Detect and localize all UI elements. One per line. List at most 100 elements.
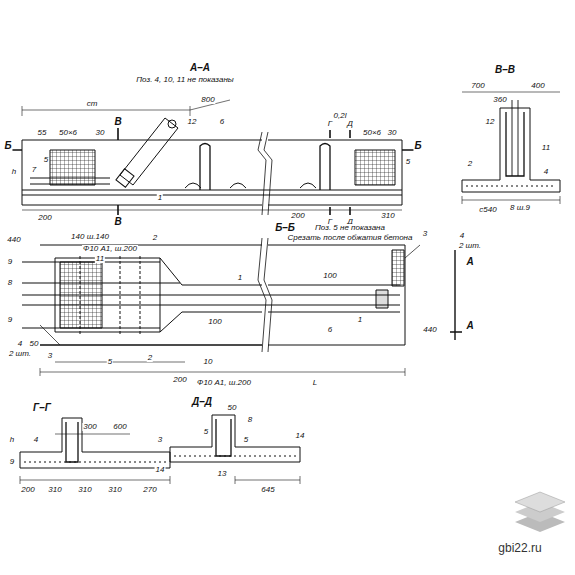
dimension-label: 200: [20, 486, 35, 494]
dimension-label: 4: [33, 436, 39, 444]
dimension-label: 12: [187, 118, 198, 126]
end-mesh: [355, 150, 395, 185]
dimension-label: 50: [29, 340, 40, 348]
dimension-label: 4: [459, 232, 465, 240]
dimension-label: 9: [7, 258, 13, 266]
dimension-label: 0,2l: [333, 112, 348, 120]
dimension-label: 310: [107, 486, 122, 494]
dimension-label: 200: [290, 212, 305, 220]
dimension-label: 5: [243, 436, 249, 444]
dimension-line: [22, 210, 402, 211]
dimension-label: 2 шт.: [458, 242, 482, 250]
dimension-label: Г: [327, 120, 333, 128]
dimension-label: 200: [172, 376, 187, 384]
dimension-label: 440: [6, 236, 21, 244]
dimension-label: 645: [260, 486, 275, 494]
hooks: [185, 183, 316, 188]
dimension-label: 140 ш.140: [70, 233, 110, 241]
dimension-label: 9: [9, 458, 15, 466]
dimension-label: 8: [7, 279, 13, 287]
watermark: gbi22.ru: [497, 542, 542, 554]
dimension-label: 12: [485, 118, 496, 126]
dimension-label: 270: [142, 486, 157, 494]
dimension-label: 50: [227, 404, 238, 412]
dimension-label: 2: [152, 234, 158, 242]
dimension-line: [20, 434, 170, 484]
dimension-label: 2: [147, 354, 153, 362]
dimension-label: 5: [43, 156, 49, 164]
loop: [512, 100, 518, 176]
bar-7: [30, 178, 110, 184]
dimension-label: 2 шт.: [8, 350, 32, 358]
section-d-d: [170, 415, 300, 484]
dimension-label: 10: [203, 358, 214, 366]
bottom-bars: [22, 190, 402, 195]
dimension-label: 3: [157, 436, 163, 444]
section-title: Б–Б: [274, 223, 296, 233]
dimension-label: 100: [207, 318, 222, 326]
dimension-label: Поз. 5 не показана: [314, 224, 386, 232]
dimension-label: L: [312, 379, 318, 387]
t-section: [462, 108, 560, 192]
t-section: [20, 418, 170, 468]
dimension-label: 5: [203, 428, 209, 436]
dimension-label: 100: [322, 272, 337, 280]
t-section: [170, 415, 300, 462]
section-g-g: [20, 418, 170, 484]
dimension-label: 5: [107, 358, 113, 366]
stirrup: [66, 422, 78, 462]
dimension-label: 4: [543, 168, 549, 176]
plan-b-b: [22, 238, 462, 376]
section-title: А–А: [189, 63, 211, 73]
mesh: [392, 250, 404, 286]
loop-eye: [168, 120, 176, 128]
dimension-label: 300: [82, 423, 97, 431]
stirrup: [506, 112, 524, 176]
dimension-label: 11: [95, 255, 105, 263]
dimension-line: [235, 476, 300, 484]
dimension-label: 7: [31, 166, 37, 174]
dimension-label: 1: [157, 194, 163, 202]
dimension-label: 310: [77, 486, 92, 494]
bars: [466, 186, 556, 187]
section-v-v: [462, 92, 560, 204]
logo: [515, 492, 565, 532]
dimension-label: 3: [422, 230, 428, 238]
end-mesh: [50, 150, 95, 185]
bars: [24, 462, 166, 463]
section-title: В–В: [494, 65, 516, 75]
dimension-label: 4: [17, 340, 23, 348]
bars-8-9: [22, 262, 400, 328]
section-marks: [10, 128, 415, 215]
elevation-a-a: [10, 100, 415, 215]
dimension-label: 13: [217, 470, 228, 478]
dimension-label: 2: [467, 160, 473, 168]
dimension-label: ст: [86, 100, 99, 108]
section-title: Б: [3, 141, 12, 151]
dimension-line: [40, 362, 405, 376]
dimension-label: 30: [387, 129, 398, 137]
dimension-label: 3: [47, 352, 53, 360]
dimension-label: 800: [200, 96, 215, 104]
dimension-label: Срезать после обжатия бетона: [287, 234, 414, 242]
dimension-label: Поз. 4, 10, 11 не показаны: [135, 76, 234, 84]
dimension-label: с540: [478, 206, 497, 214]
transverse-bars: [80, 256, 140, 334]
lifting-loop-12: [120, 118, 178, 185]
dimension-label: h: [9, 436, 15, 444]
dimension-label: 200: [37, 214, 52, 222]
dimension-label: Ф10 А1, ш.200: [196, 379, 252, 387]
dimension-label: 700: [470, 82, 485, 90]
dimension-label: 50×6: [58, 129, 78, 137]
dimension-line: [22, 106, 190, 116]
dimension-label: 400: [530, 82, 545, 90]
dimension-label: Ф10 А1, ш.200: [82, 245, 138, 253]
stirrup: [216, 419, 231, 456]
dimension-label: 6: [219, 118, 225, 126]
beam-outline: [22, 140, 402, 205]
break-line: [258, 132, 272, 215]
dimension-label: 14: [295, 432, 306, 440]
dimension-label: 6: [327, 326, 333, 334]
dimension-label: 1: [357, 316, 363, 324]
loop-plate: [116, 169, 134, 187]
